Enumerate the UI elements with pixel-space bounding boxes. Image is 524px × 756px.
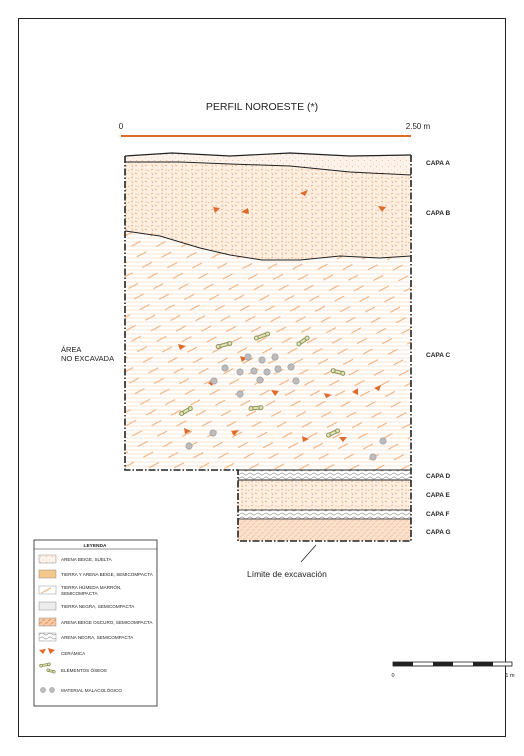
malacologico-mark	[236, 368, 244, 376]
ceramica-mark	[213, 207, 220, 213]
legend-item-label: ELEMENTOS ÓSEOS	[61, 667, 107, 673]
excavation-outline	[124, 155, 412, 542]
layer-g-fill	[238, 519, 411, 541]
swatch-ceramica	[39, 648, 55, 654]
malacologico-mark	[209, 429, 217, 437]
layer-label-f: CAPA F	[426, 511, 450, 518]
swatch-arena-negra	[38, 632, 57, 642]
swatch-tierra-arena	[38, 569, 57, 579]
legend-item-label: ARENA BEIGE OSCURO, SEMICOMPACTA	[61, 620, 153, 625]
layer-f-fill	[238, 510, 411, 519]
bone-elements	[179, 331, 346, 438]
layer-b-c-boundary	[124, 230, 412, 261]
layer-labels: CAPA A CAPA B CAPA C CAPA D CAPA E CAPA …	[426, 160, 451, 536]
oseo-mark	[325, 428, 341, 438]
layer-b-fill	[125, 162, 411, 260]
ceramica-mark	[241, 208, 249, 214]
scale-bottom-end-label: 1 m	[505, 673, 515, 679]
legend-title: LEYENDA	[84, 543, 107, 549]
layer-label-d: CAPA D	[426, 473, 451, 480]
ceramica-mark	[324, 393, 332, 398]
oseo-mark	[248, 405, 264, 411]
legend-item-label: TIERRA NEGRA, SEMICOMPACTA	[61, 604, 135, 609]
layer-label-c: CAPA C	[426, 352, 451, 359]
oseo-mark	[253, 331, 271, 341]
ceramica-mark	[302, 436, 309, 442]
area-label-line2: NO EXCAVADA	[61, 354, 114, 363]
legend-item-label: TIERRA Y ARENA BEIGE, SEMICOMPACTA	[61, 572, 154, 577]
malacologico-mark	[263, 368, 271, 376]
ceramica-mark	[374, 385, 381, 391]
legend-item-label: ARENA NEGRA, SEMICOMPACTA	[61, 635, 134, 640]
swatch-tierra-negra	[38, 601, 57, 611]
layer-d-fill	[238, 470, 411, 480]
ceramic-fragments	[178, 190, 386, 442]
layer-a-fill	[125, 153, 411, 175]
ceramica-mark	[178, 344, 186, 350]
malacologico-mark	[221, 364, 229, 372]
oseo-mark	[215, 340, 233, 350]
legend-item-label: MATERIAL MALACOLÓGICO	[61, 687, 122, 693]
malacologico-mark	[244, 353, 252, 361]
layer-label-e: CAPA E	[426, 492, 451, 499]
ceramica-mark	[231, 430, 239, 436]
ceramica-mark	[339, 437, 347, 442]
excavation-limit-leader	[300, 544, 317, 563]
swatch-arena-oscuro	[38, 617, 57, 627]
ceramica-mark	[352, 388, 358, 395]
swatch-malacologico	[40, 687, 55, 693]
legend-labels: ARENA BEIGE, SUELTA TIERRA Y ARENA BEIGE…	[61, 557, 154, 693]
oseo-mark	[179, 406, 193, 416]
layer-label-b: CAPA B	[426, 210, 451, 217]
legend-item-label-line2: SEMICOMPACTA	[61, 591, 99, 596]
layer-label-g: CAPA G	[426, 529, 451, 536]
area-label-line1: ÁREA	[61, 345, 81, 354]
malacologico-mark	[250, 367, 258, 375]
malacologico-mark	[271, 353, 279, 361]
layer-label-a: CAPA A	[426, 160, 450, 167]
shell-material	[185, 353, 387, 461]
layer-c-fill	[125, 231, 411, 470]
layer-a-top-line	[124, 152, 412, 157]
malacologico-mark	[274, 365, 282, 373]
swatch-tierra-humeda	[38, 585, 57, 595]
malacologico-mark	[185, 442, 193, 450]
oseo-mark	[330, 368, 346, 376]
malacologico-mark	[379, 437, 387, 445]
legend-item-label: TIERRA HÚMEDA MARRÓN,	[61, 584, 122, 590]
ceramica-mark	[184, 428, 191, 434]
ceramica-mark	[271, 390, 279, 396]
excavation-limit-label: Límite de excavación	[247, 569, 327, 579]
swatch-oseos	[39, 662, 56, 674]
ceramica-mark	[378, 206, 386, 212]
layer-a-b-boundary	[125, 161, 412, 176]
ceramica-mark	[300, 190, 308, 196]
swatch-arena-beige	[38, 554, 57, 564]
malacologico-mark	[236, 390, 244, 398]
malacologico-mark	[256, 376, 264, 384]
legend-item-label: ARENA BEIGE, SUELTA	[61, 557, 113, 562]
malacologico-mark	[210, 377, 218, 385]
layer-e-fill	[238, 480, 411, 510]
sheet-frame	[18, 18, 506, 737]
profile-title: PERFIL NOROESTE (*)	[206, 101, 318, 113]
scale-start-label: 0	[119, 122, 124, 131]
legend: LEYENDA ARENA BEIGE, SUELTA	[33, 539, 158, 707]
scale-bottom-start-label: 0	[391, 673, 394, 679]
malacologico-mark	[258, 356, 266, 364]
malacologico-mark	[292, 377, 300, 385]
scale-bar-bottom	[392, 661, 513, 667]
legend-item-label: CERÁMICA	[61, 650, 86, 656]
scale-end-label: 2.50 m	[406, 122, 431, 131]
malacologico-mark	[287, 363, 295, 371]
malacologico-mark	[369, 453, 377, 461]
oseo-mark	[296, 335, 310, 347]
